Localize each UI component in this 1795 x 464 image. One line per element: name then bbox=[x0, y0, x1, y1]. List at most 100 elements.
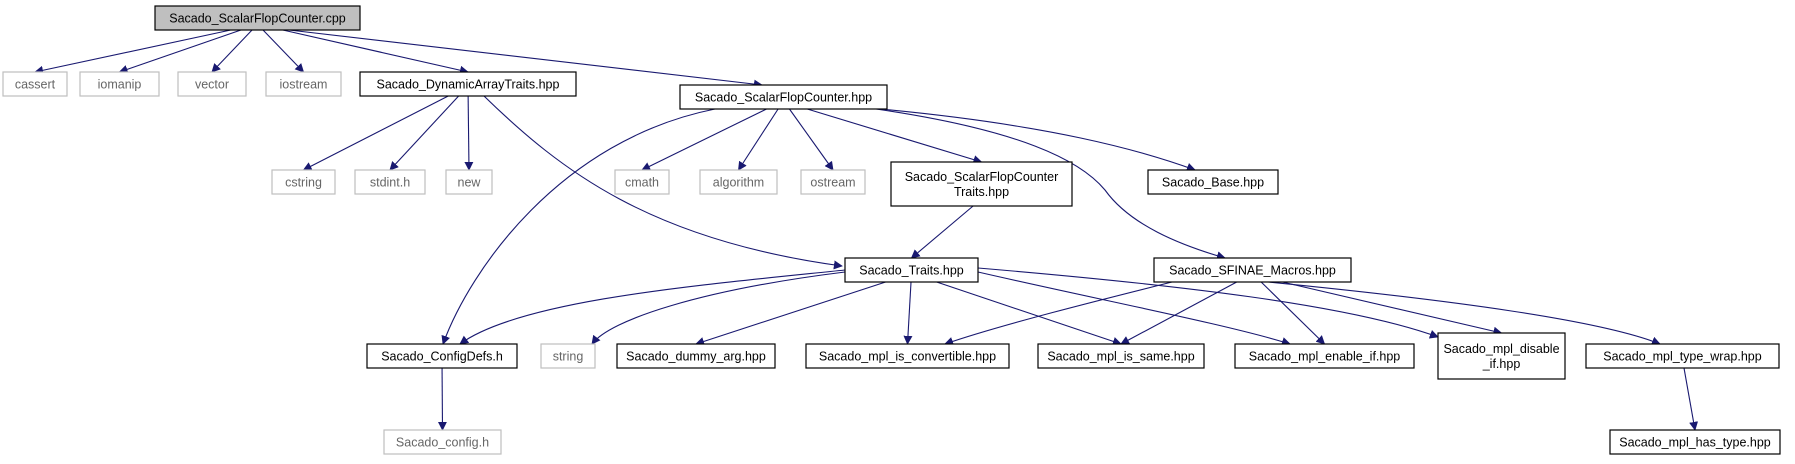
node-label: Sacado_mpl_disable bbox=[1443, 342, 1559, 356]
node-root: Sacado_ScalarFlopCounter.cpp bbox=[154, 5, 361, 31]
node-box bbox=[616, 343, 776, 369]
node-string: string bbox=[540, 343, 596, 369]
node-box bbox=[154, 5, 361, 31]
node-sfc[interactable]: Sacado_ScalarFlopCounter.hpp bbox=[679, 84, 888, 110]
node-dyn[interactable]: Sacado_DynamicArrayTraits.hpp bbox=[359, 71, 577, 97]
node-label: Sacado_mpl_enable_if.hpp bbox=[1249, 350, 1401, 364]
edge-sfc-to-sfinae bbox=[875, 108, 1226, 261]
node-box bbox=[699, 169, 778, 195]
node-label: cmath bbox=[625, 176, 659, 190]
edge-dyn-to-stdint bbox=[389, 95, 460, 171]
edge-sfc-to-configdefs bbox=[441, 108, 716, 345]
node-label: Sacado_mpl_is_same.hpp bbox=[1047, 350, 1194, 364]
node-issame[interactable]: Sacado_mpl_is_same.hpp bbox=[1037, 343, 1205, 369]
node-hastype[interactable]: Sacado_mpl_has_type.hpp bbox=[1609, 429, 1781, 455]
node-label: Traits.hpp bbox=[954, 185, 1009, 199]
edge-sfc-to-sfctraits bbox=[807, 108, 983, 164]
node-box bbox=[383, 429, 502, 455]
node-label: Sacado_mpl_type_wrap.hpp bbox=[1603, 350, 1761, 364]
node-label: vector bbox=[195, 78, 229, 92]
node-label: algorithm bbox=[713, 176, 764, 190]
node-new: new bbox=[445, 169, 493, 195]
node-box bbox=[445, 169, 493, 195]
node-box bbox=[1153, 257, 1352, 283]
node-label: Sacado_ScalarFlopCounter.hpp bbox=[695, 91, 872, 105]
node-label: stdint.h bbox=[370, 176, 410, 190]
node-label: Sacado_Base.hpp bbox=[1162, 176, 1264, 190]
node-cassert: cassert bbox=[2, 71, 68, 97]
edge-root-to-iostream bbox=[262, 29, 305, 73]
node-label: string bbox=[553, 350, 584, 364]
edge-sfinae-to-typewrap bbox=[1267, 281, 1661, 346]
edge-sfinae-to-issame bbox=[1120, 281, 1237, 345]
edge-sfinae-to-isconv bbox=[944, 281, 1173, 346]
node-cstring: cstring bbox=[271, 169, 336, 195]
node-label: Sacado_DynamicArrayTraits.hpp bbox=[377, 78, 560, 92]
edge-sfc-to-cmath bbox=[641, 108, 767, 171]
node-box bbox=[844, 257, 979, 283]
edge-sfc-to-ostream bbox=[788, 108, 834, 171]
node-label: Sacado_ScalarFlopCounter.cpp bbox=[169, 12, 346, 26]
edge-traits-to-issame bbox=[936, 281, 1122, 346]
node-box bbox=[79, 71, 160, 97]
node-label: Sacado_dummy_arg.hpp bbox=[626, 350, 766, 364]
edge-root-to-sfc bbox=[288, 29, 763, 89]
node-label: Sacado_Traits.hpp bbox=[859, 264, 964, 278]
node-label: Sacado_config.h bbox=[396, 436, 489, 450]
node-box bbox=[679, 84, 888, 110]
node-configdefs[interactable]: Sacado_ConfigDefs.h bbox=[366, 343, 518, 369]
node-box bbox=[800, 169, 866, 195]
node-config: Sacado_config.h bbox=[383, 429, 502, 455]
edge-traits-to-dummy bbox=[695, 281, 886, 346]
node-vector: vector bbox=[177, 71, 247, 97]
edge-root-to-dyn bbox=[282, 29, 469, 75]
node-box bbox=[540, 343, 596, 369]
node-box bbox=[1609, 429, 1781, 455]
node-label: iomanip bbox=[98, 78, 142, 92]
edge-sfc-to-algorithm bbox=[738, 108, 779, 171]
node-box bbox=[1037, 343, 1205, 369]
node-box bbox=[1147, 169, 1279, 195]
node-label: _if.hpp bbox=[1482, 357, 1521, 371]
edge-traits-to-enableif bbox=[977, 271, 1291, 346]
node-isconv[interactable]: Sacado_mpl_is_convertible.hpp bbox=[805, 343, 1010, 369]
node-sfinae[interactable]: Sacado_SFINAE_Macros.hpp bbox=[1153, 257, 1352, 283]
node-traits[interactable]: Sacado_Traits.hpp bbox=[844, 257, 979, 283]
node-label: cassert bbox=[15, 78, 56, 92]
node-box bbox=[2, 71, 68, 97]
node-dummy[interactable]: Sacado_dummy_arg.hpp bbox=[616, 343, 776, 369]
node-disableif[interactable]: Sacado_mpl_disable_if.hpp bbox=[1437, 332, 1566, 380]
edge-root-to-cassert bbox=[34, 29, 231, 75]
node-label: Sacado_ConfigDefs.h bbox=[381, 350, 503, 364]
node-label: Sacado_mpl_is_convertible.hpp bbox=[819, 350, 996, 364]
edge-traits-to-string bbox=[591, 271, 846, 345]
node-label: Sacado_mpl_has_type.hpp bbox=[1619, 436, 1771, 450]
node-algorithm: algorithm bbox=[699, 169, 778, 195]
node-box bbox=[614, 169, 670, 195]
node-box bbox=[366, 343, 518, 369]
node-enableif[interactable]: Sacado_mpl_enable_if.hpp bbox=[1234, 343, 1415, 369]
node-base[interactable]: Sacado_Base.hpp bbox=[1147, 169, 1279, 195]
node-ostream: ostream bbox=[800, 169, 866, 195]
node-stdint: stdint.h bbox=[354, 169, 426, 195]
edge-dyn-to-new bbox=[464, 95, 474, 171]
node-box bbox=[890, 161, 1073, 207]
node-iomanip: iomanip bbox=[79, 71, 160, 97]
node-iostream: iostream bbox=[265, 71, 342, 97]
node-box bbox=[271, 169, 336, 195]
edge-dyn-to-cstring bbox=[302, 95, 449, 171]
node-box bbox=[359, 71, 577, 97]
node-label: new bbox=[458, 176, 482, 190]
edge-dyn-to-traits bbox=[483, 95, 843, 270]
node-box bbox=[805, 343, 1010, 369]
node-typewrap[interactable]: Sacado_mpl_type_wrap.hpp bbox=[1585, 343, 1780, 369]
node-label: iostream bbox=[280, 78, 328, 92]
edge-sfc-to-base bbox=[879, 108, 1196, 172]
edge-sfinae-to-enableif bbox=[1260, 281, 1326, 345]
node-box bbox=[177, 71, 247, 97]
node-box bbox=[354, 169, 426, 195]
edge-typewrap-to-hastype bbox=[1683, 367, 1699, 431]
